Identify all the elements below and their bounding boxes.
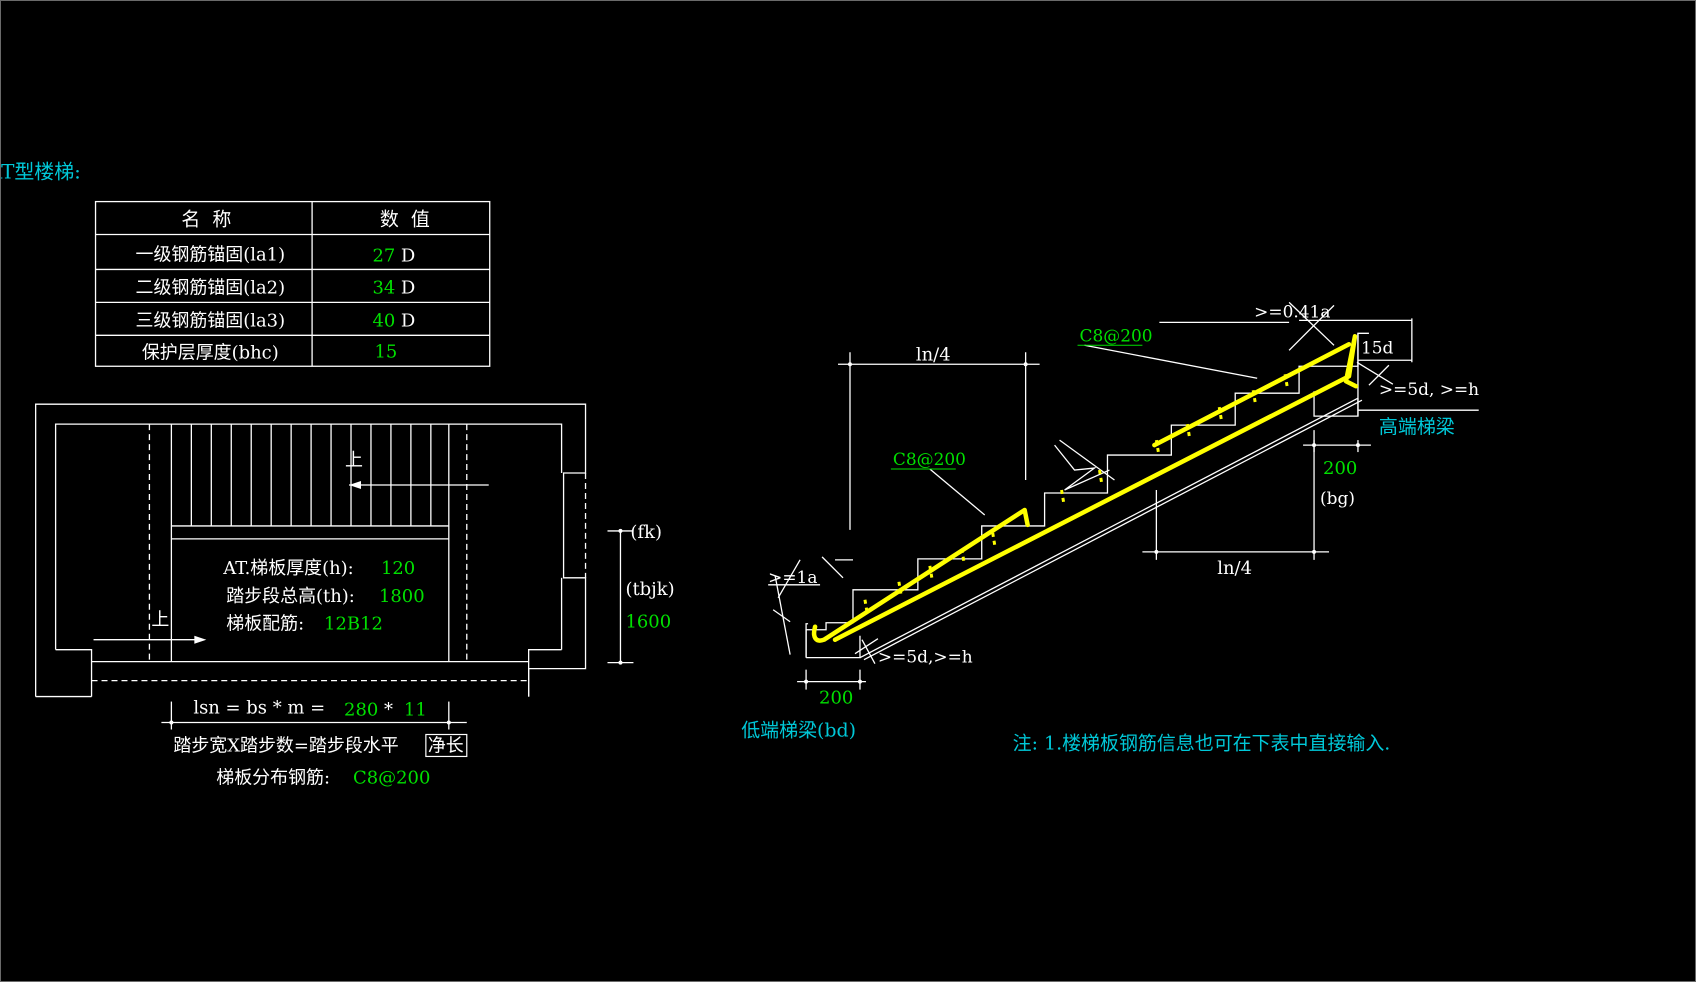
dim-tick (446, 720, 451, 725)
formula-highlight-box (425, 733, 468, 758)
plan-formula-text: 踏步宽X踏步数=踏步段水平 (173, 735, 398, 756)
dim-tick (804, 679, 809, 684)
up-arrow-top (349, 481, 361, 490)
table-row-name: 二级钢筋锚固(la2) (135, 277, 285, 298)
drawing-title: AT型楼梯: (0, 160, 81, 184)
plan-formula-boxed: 净长 (428, 735, 464, 756)
dim-tick (1023, 362, 1028, 367)
plan-rebar-value[interactable]: 12B12 (324, 614, 383, 635)
up-arrow-bottom (194, 635, 207, 644)
plan-fk-label: (fk) (630, 522, 662, 543)
stair-plan (35, 403, 634, 730)
plan-height-label: 踏步段总高(th): (226, 586, 355, 607)
dim-tick (1312, 443, 1317, 448)
dim-tick (1312, 549, 1317, 554)
table-row-value[interactable]: 34 (373, 277, 396, 298)
table-row-name: 三级钢筋锚固(la3) (135, 310, 285, 331)
plan-m-value[interactable]: 11 (404, 700, 427, 721)
plan-thickness-value[interactable]: 120 (381, 558, 415, 579)
rebar-distribution-marks (863, 373, 1289, 612)
plan-up-label-left: 上 (151, 610, 169, 631)
plan-dist-label: 梯板分布钢筋: (216, 767, 330, 788)
section-right-anchor: >=5d, >=h (1379, 379, 1479, 399)
dim-tick (848, 362, 852, 367)
plan-times: * (384, 700, 393, 721)
section-low-beam: 低端梯梁(bd) (741, 719, 856, 741)
section-rebar-mid[interactable]: C8@200 (893, 449, 966, 469)
dim-tick (1154, 549, 1159, 554)
plan-bs-value[interactable]: 280 (344, 700, 378, 721)
plan-tbjk-value[interactable]: 1600 (625, 612, 671, 633)
section-high-width[interactable]: 200 (1323, 458, 1357, 479)
section-bg-label: (bg) (1320, 488, 1355, 508)
plan-dist-value[interactable]: C8@200 (353, 767, 430, 788)
section-high-beam: 高端梯梁 (1379, 416, 1455, 438)
plan-lsn-label: lsn = bs * m = (193, 698, 325, 719)
table-row-unit: D (401, 245, 415, 266)
dim-tick (618, 660, 623, 665)
table-row-unit: D (401, 310, 415, 331)
parameter-table (94, 200, 491, 367)
section-d15: 15d (1361, 337, 1394, 357)
section-low-width[interactable]: 200 (819, 688, 853, 709)
table-row-value[interactable]: 15 (375, 341, 398, 362)
section-la-top: >=0.41a (1254, 301, 1330, 321)
table-row-name: 一级钢筋锚固(la1) (135, 244, 285, 265)
stair-section (768, 301, 1479, 690)
table-header-name: 名 称 (181, 209, 231, 231)
dim-tick (169, 720, 174, 725)
table-row-name: 保护层厚度(bhc) (142, 342, 279, 363)
plan-rebar-label: 梯板配筋: (226, 614, 304, 635)
table-row-value[interactable]: 27 (373, 245, 396, 266)
dim-tick (857, 679, 862, 684)
section-left-anchor: >=5d,>=h (878, 647, 973, 667)
section-rebar-top[interactable]: C8@200 (1080, 325, 1153, 345)
plan-thickness-label: AT.梯板厚度(h): (222, 558, 353, 579)
rebar-lines (811, 334, 1359, 643)
section-la-left: >=1a (768, 567, 817, 587)
table-row-unit: D (401, 277, 415, 298)
dim-tick (1355, 443, 1360, 448)
plan-up-label-top: 上 (345, 450, 363, 471)
table-row-value[interactable]: 40 (373, 310, 396, 331)
table-header-value: 数 值 (380, 209, 430, 231)
plan-tbjk-label: (tbjk) (625, 579, 674, 600)
section-dim-ln4-top: ln/4 (916, 344, 951, 365)
plan-height-value[interactable]: 1800 (379, 586, 425, 607)
section-dim-ln4-bottom: ln/4 (1217, 558, 1252, 579)
dim-tick (618, 528, 623, 533)
note-text: 注: 1.楼梯板钢筋信息也可在下表中直接输入. (1013, 732, 1391, 754)
